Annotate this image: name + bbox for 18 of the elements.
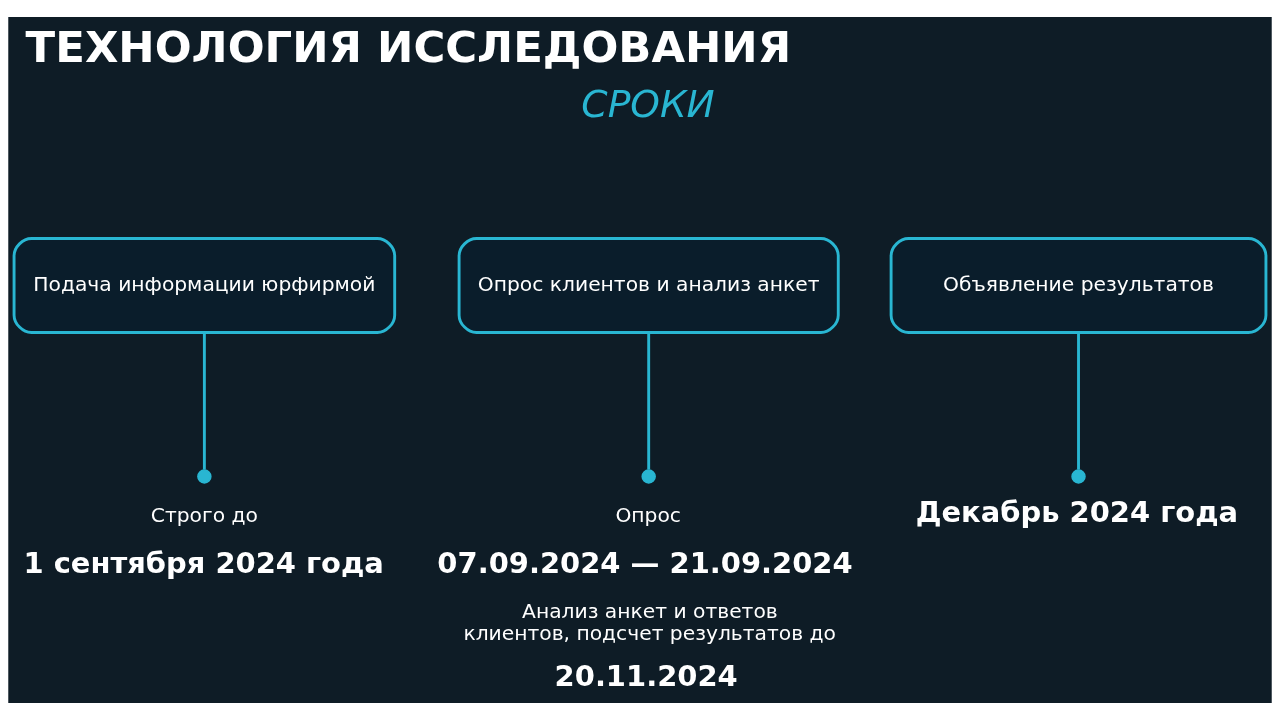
node-box: Опрос клиентов и анализ анкет <box>457 237 840 334</box>
node-label: Строго до <box>150 502 258 527</box>
node-label: 1 сентября 2024 года <box>23 545 384 580</box>
node-box: Объявление результатов <box>889 237 1268 334</box>
node-circle <box>197 469 212 484</box>
node-label: 20.11.2024 <box>554 658 738 693</box>
connector <box>202 332 206 470</box>
node-label: Декабрь 2024 года <box>915 495 1239 530</box>
node-label: Опрос <box>615 502 681 527</box>
node-circle <box>1071 469 1086 484</box>
label: СРОКИ <box>581 81 715 126</box>
diagram-title: ТЕХНОЛОГИЯ ИССЛЕДОВАНИЯ <box>25 21 792 72</box>
node-box: Подача информации юрфирмой <box>12 237 397 334</box>
node-circle <box>641 469 656 484</box>
connector <box>1077 332 1080 470</box>
connector <box>647 332 651 470</box>
node-label: 07.09.2024 — 21.09.2024 <box>437 545 853 580</box>
node-label: Анализ анкет и ответов клиентов, подсчет результатов до <box>463 598 836 645</box>
